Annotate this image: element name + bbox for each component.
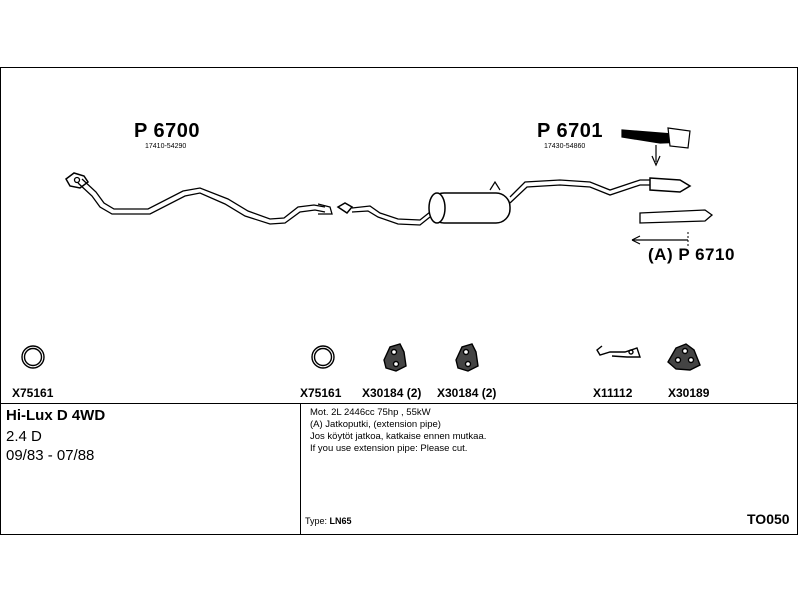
extension-pipe-p6710 (631, 209, 714, 248)
vehicle-model: Hi-Lux D 4WD (6, 407, 106, 424)
fitting-code: X30189 (668, 386, 710, 400)
diagram-sheet (0, 67, 798, 535)
hook-bracket-icon (596, 345, 641, 358)
part-label-p6710: (A) P 6710 (648, 245, 735, 264)
fitting-code: X11112 (593, 386, 633, 400)
type-label: Type: (305, 516, 328, 526)
vehicle-engine: 2.4 D (6, 428, 42, 445)
saw-icon (621, 127, 691, 167)
table-divider-vertical (300, 403, 301, 535)
rear-silencer-p6701 (336, 177, 692, 226)
oem-number-p6701: 17430-54860 (544, 143, 586, 150)
rubber-hanger-icon (667, 343, 701, 371)
oem-number-p6700: 17410-54290 (145, 143, 187, 150)
vehicle-type: Type: LN65 (305, 516, 352, 526)
table-divider-horizontal (0, 403, 798, 404)
fitting-code: X75161 (12, 386, 54, 400)
front-pipe-p6700 (65, 172, 333, 225)
vehicle-years: 09/83 - 07/88 (6, 447, 95, 464)
rubber-hanger-icon (455, 343, 479, 372)
part-label-p6700: P 6700 (134, 120, 201, 142)
fitting-code: X30184 (2) (362, 386, 422, 400)
rubber-hanger-icon (383, 343, 407, 372)
note-line: If you use extension pipe: Please cut. (310, 443, 468, 454)
ring-gasket-icon (21, 345, 45, 369)
type-value: LN65 (329, 516, 352, 526)
note-line: Mot. 2L 2446cc 75hp , 55kW (310, 407, 431, 418)
note-line: Jos köytöt jatkoa, katkaise ennen mutkaa… (310, 431, 487, 442)
fitting-code: X30184 (2) (437, 386, 497, 400)
fitting-notes: Mot. 2L 2446cc 75hp , 55kW (A) Jatkoputk… (310, 407, 486, 455)
fitting-code: X75161 (300, 386, 342, 400)
part-label-p6701: P 6701 (537, 120, 604, 142)
note-line: (A) Jatkoputki, (extension pipe) (310, 419, 441, 430)
catalog-reference: TO050 (747, 511, 790, 527)
ring-gasket-icon (311, 345, 335, 369)
